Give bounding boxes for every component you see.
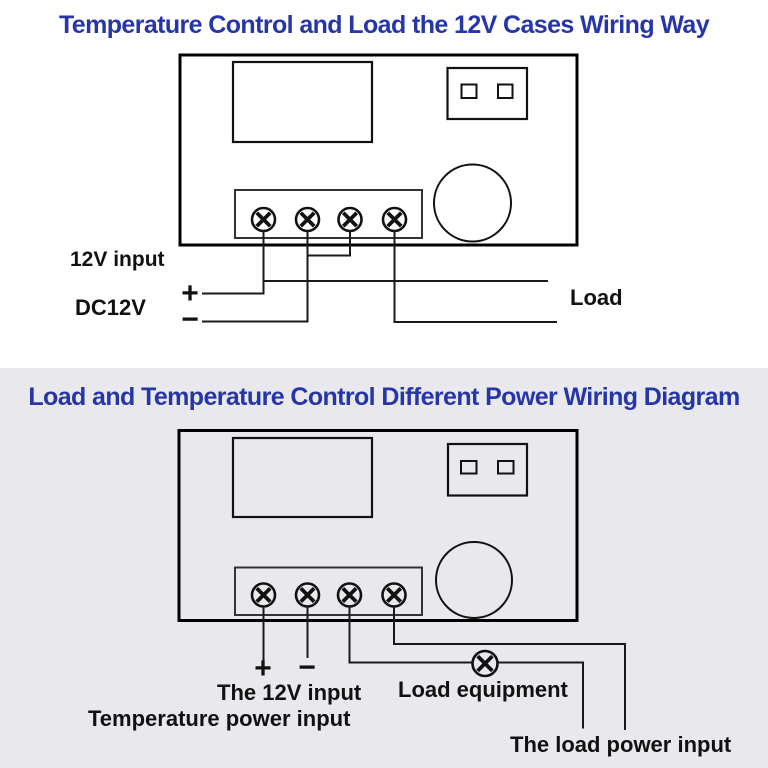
terminal-screw-4 [381, 206, 408, 233]
bottom-wiring-panel: Load and Temperature Control Different P… [0, 368, 768, 768]
terminal-block [234, 566, 423, 616]
terminal-screw-3 [336, 582, 363, 608]
relay [446, 442, 529, 497]
label-temperature-power-input: Temperature power input [88, 706, 351, 731]
wire-plus-to-terminal1 [202, 230, 265, 295]
relay-pin-right [497, 460, 515, 475]
wire-terminal3-to-load-equipment [348, 606, 473, 664]
lcd-display [231, 60, 374, 144]
label-load: Load [570, 285, 623, 310]
top-panel-title: Temperature Control and Load the 12V Cas… [58, 11, 710, 39]
terminal-screws [250, 206, 408, 233]
relay-pin-left [460, 83, 478, 99]
load-equipment-symbol [471, 649, 499, 678]
terminal-screw-2 [294, 206, 321, 233]
bottom-panel-title: Load and Temperature Control Different P… [28, 383, 740, 411]
wire-load-equipment-to-load-power [497, 661, 584, 729]
terminal-screw-1 [250, 582, 277, 608]
bottom-board-diagram [177, 429, 626, 730]
top-wiring-panel: Temperature Control and Load the 12V Cas… [0, 0, 768, 368]
terminal-screw-4 [381, 582, 407, 608]
minus-symbol: − [181, 303, 199, 336]
terminal-block [234, 189, 423, 239]
round-sensor [435, 541, 513, 619]
wires [262, 606, 626, 730]
terminal-screw-3 [337, 206, 363, 233]
wire-jumper-terminal3-to-terminal2 [307, 230, 351, 257]
terminal-screw-2 [294, 582, 321, 608]
label-load-power-input: The load power input [510, 732, 732, 757]
board-outline [177, 429, 579, 622]
minus-symbol: − [298, 651, 316, 684]
label-the-12v-input: The 12V input [217, 680, 362, 705]
relay-pin-left [460, 460, 478, 475]
round-sensor [433, 163, 512, 243]
wire-minus-to-terminal2 [202, 230, 309, 323]
board-outline [178, 53, 579, 247]
label-load-equipment: Load equipment [398, 677, 568, 702]
relay-pin-right [497, 83, 514, 99]
wires [202, 230, 557, 323]
plus-symbol: + [181, 277, 199, 310]
terminal-screw-1 [250, 206, 277, 233]
lcd-display [231, 436, 374, 519]
label-12v-input: 12V input [70, 248, 165, 271]
plus-symbol: + [254, 652, 272, 685]
wire-terminal4-to-load-bottom [393, 230, 557, 323]
terminal-screws [250, 582, 407, 608]
wire-terminal4-to-load-power [393, 606, 626, 730]
label-dc12v: DC12V [75, 295, 146, 320]
relay [446, 66, 529, 121]
top-board-diagram [178, 53, 579, 323]
